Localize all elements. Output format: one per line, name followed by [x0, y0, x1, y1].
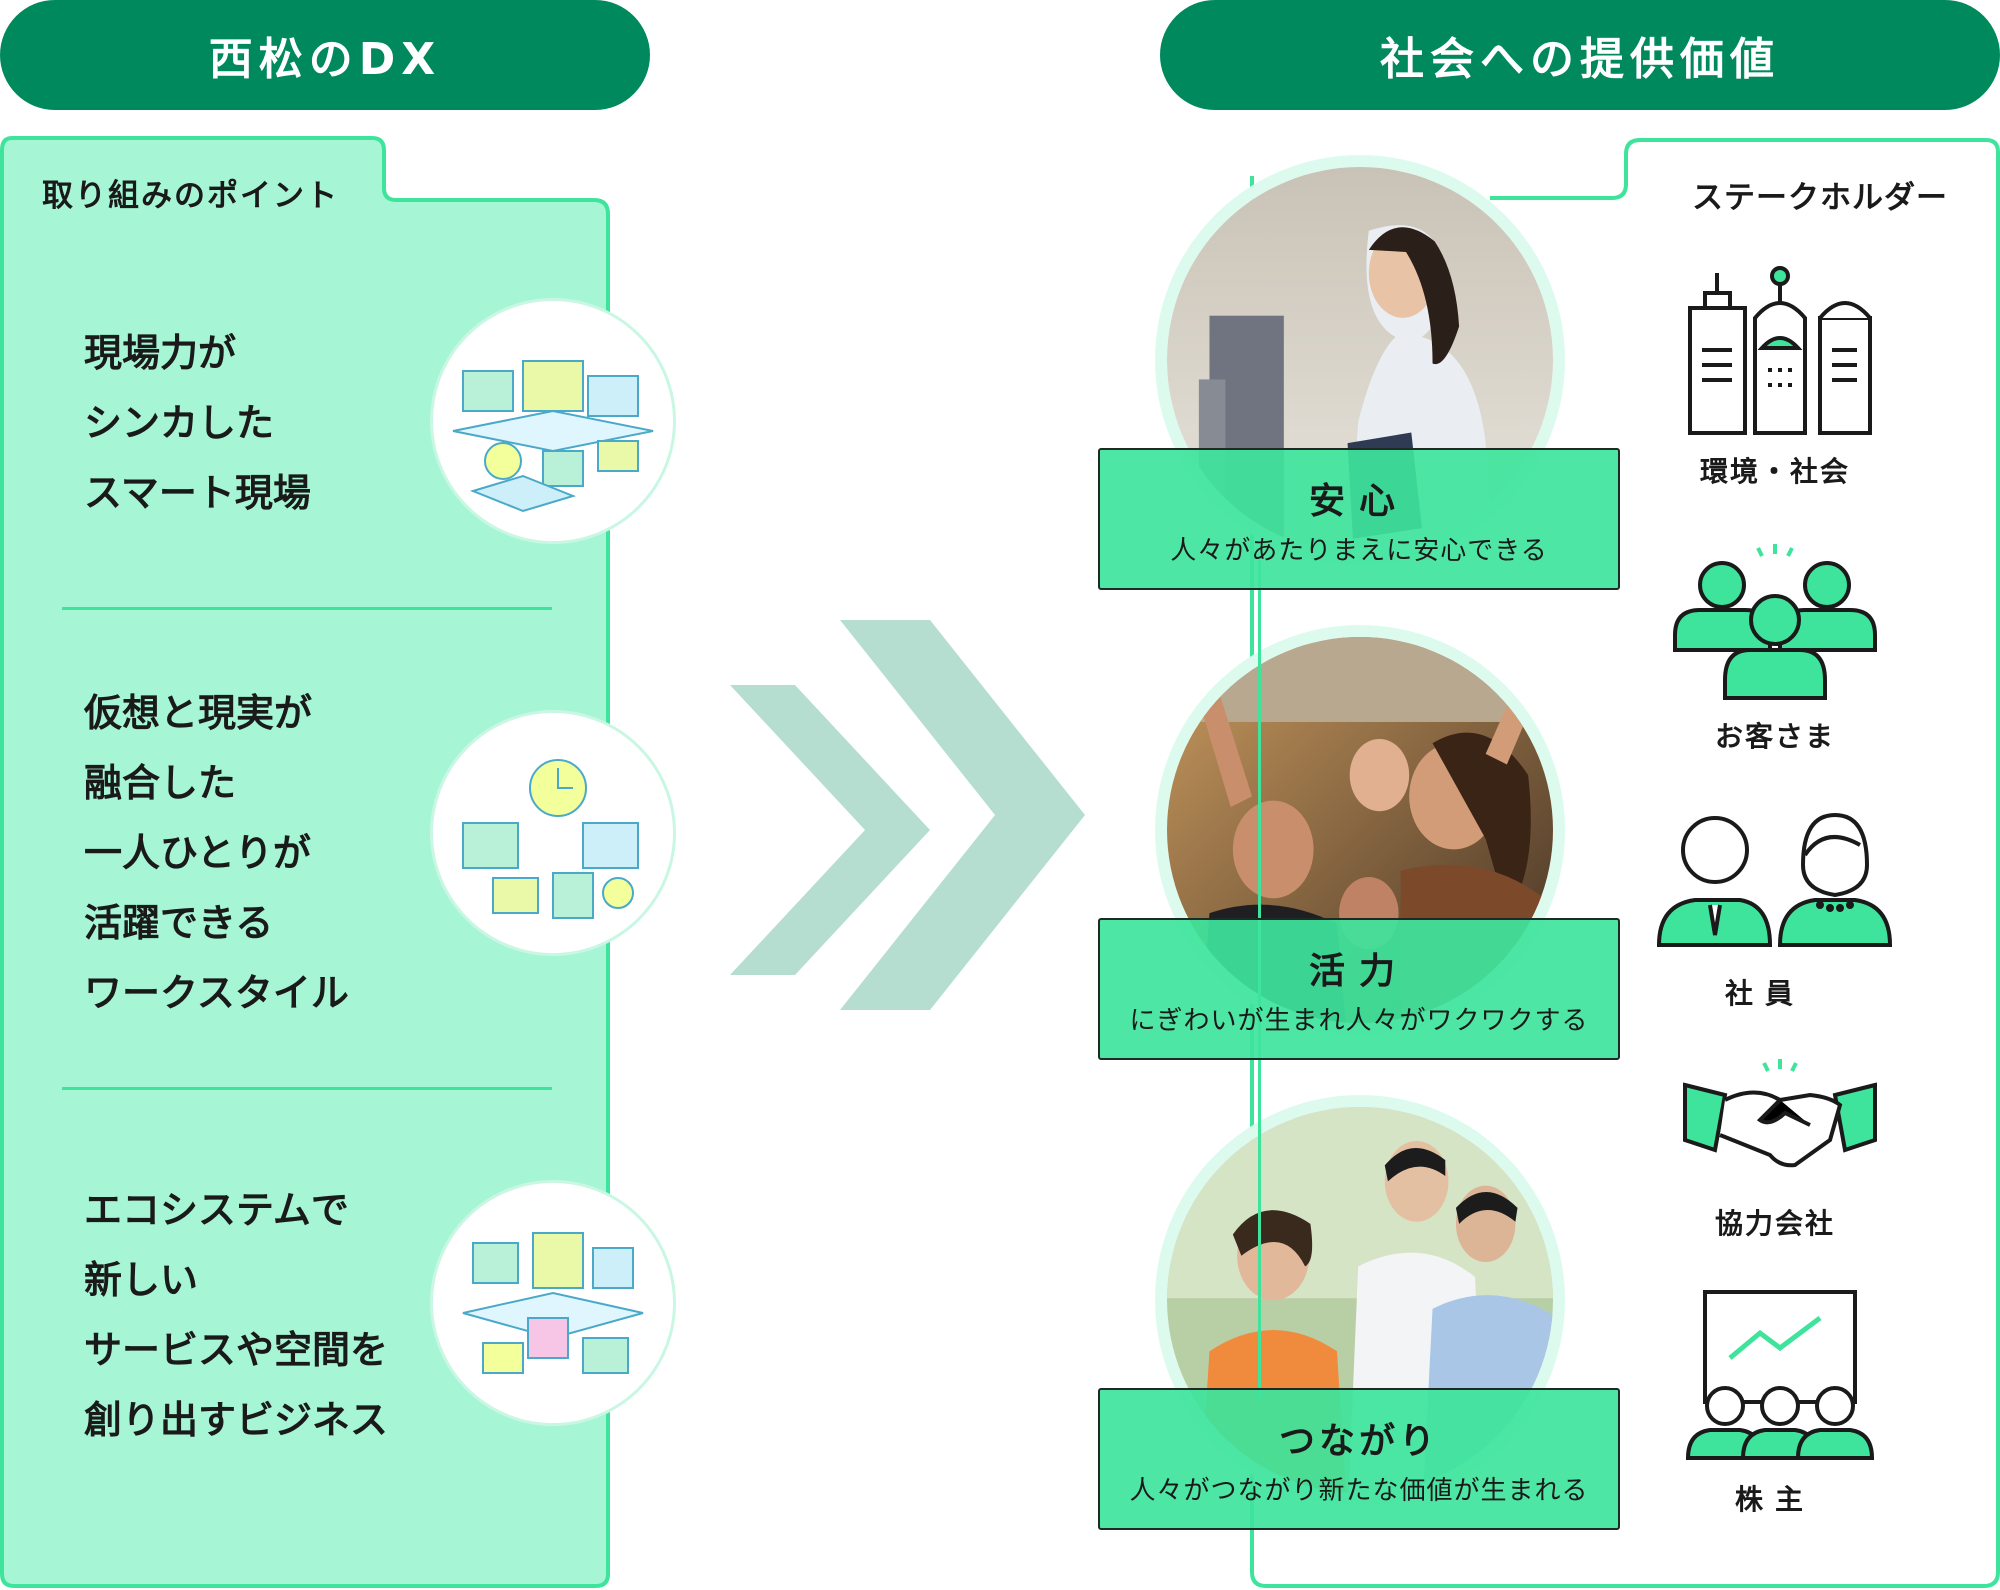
value-title-peace: 安心 [1308, 481, 1409, 522]
double-chevron-arrow-icon [730, 620, 1085, 1010]
stakeholder-label-employees: 社員 [1724, 977, 1805, 1010]
left-header: 西松のDX [0, 0, 650, 110]
divider-1 [62, 607, 552, 610]
value-desc-vitality: にぎわいが生まれ人々がワクワクする [1129, 1006, 1589, 1036]
point-2-text: 仮想と現実が 融合した 一人ひとりが 活躍できる ワークスタイル [84, 691, 349, 1015]
value-box-peace: 安心 人々があたりまえに安心できる [1098, 448, 1620, 590]
workstyle-illustration [430, 710, 676, 956]
right-panel [1250, 138, 2000, 1588]
value-box-vitality: 活力 にぎわいが生まれ人々がワクワクする [1098, 918, 1620, 1060]
employees-icon [1656, 812, 1893, 947]
value-box-connection: つながり 人々がつながり新たな価値が生まれる [1098, 1388, 1620, 1530]
point-1-text: 現場力が シンカした スマート現場 [84, 331, 311, 515]
stakeholder-label-environment: 環境・社会 [1699, 455, 1850, 488]
handshake-icon [1683, 1059, 1877, 1168]
point-3-text: エコシステムで 新しい サービスや空間を 創り出すビジネス [84, 1188, 389, 1442]
left-panel-title: 取り組みのポイント [42, 178, 339, 214]
stakeholder-label-customers: お客さま [1714, 720, 1835, 753]
city-buildings-icon [1688, 266, 1872, 435]
stakeholder-label-partners: 協力会社 [1714, 1207, 1835, 1240]
value-desc-connection: 人々がつながり新たな価値が生まれる [1129, 1476, 1589, 1506]
value-title-connection: つながり [1278, 1421, 1439, 1462]
divider-2 [62, 1087, 552, 1090]
stakeholder-label-shareholders: 株主 [1734, 1483, 1815, 1516]
value-title-vitality: 活力 [1308, 951, 1409, 992]
smart-site-illustration [430, 298, 676, 544]
left-panel [0, 136, 610, 1588]
right-header: 社会への提供価値 [1160, 0, 2000, 110]
customers-group-icon [1673, 544, 1877, 700]
ecosystem-illustration [430, 1180, 676, 1426]
value-desc-peace: 人々があたりまえに安心できる [1170, 536, 1548, 566]
stakeholder-title: ステークホルダー [1692, 180, 1948, 216]
shareholders-chart-icon [1685, 1290, 1875, 1460]
